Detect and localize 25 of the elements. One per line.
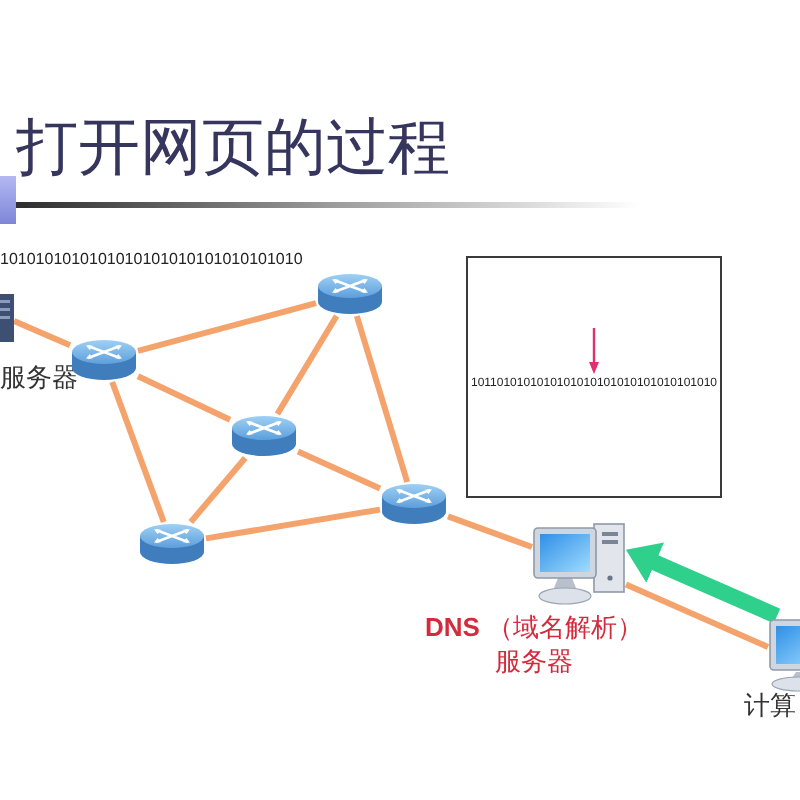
computer-icon [768,616,800,692]
link-line [296,448,382,492]
computer-icon [532,522,626,606]
computer-label: 计算 [744,688,798,722]
link-line [109,380,167,524]
link-line [137,300,317,354]
link-line [446,513,534,550]
server-label: 服务器 [0,360,78,394]
server-label: DNS （域名解析）服务器 [422,610,646,678]
binary-text: 1010101010101010101010101010101010 [0,250,303,270]
router-icon [138,522,206,566]
link-line [274,314,340,416]
arrow [625,542,781,624]
link-line [353,315,411,483]
frame [466,256,722,498]
title: 打开网页的过程 [16,110,450,186]
router-icon [316,272,384,316]
arrow [589,328,599,374]
link-line [188,456,248,524]
router-icon [380,482,448,526]
link-line [136,373,232,423]
link-line [624,581,770,650]
router-icon [230,414,298,458]
link-line [205,506,381,542]
server-icon [0,294,14,342]
